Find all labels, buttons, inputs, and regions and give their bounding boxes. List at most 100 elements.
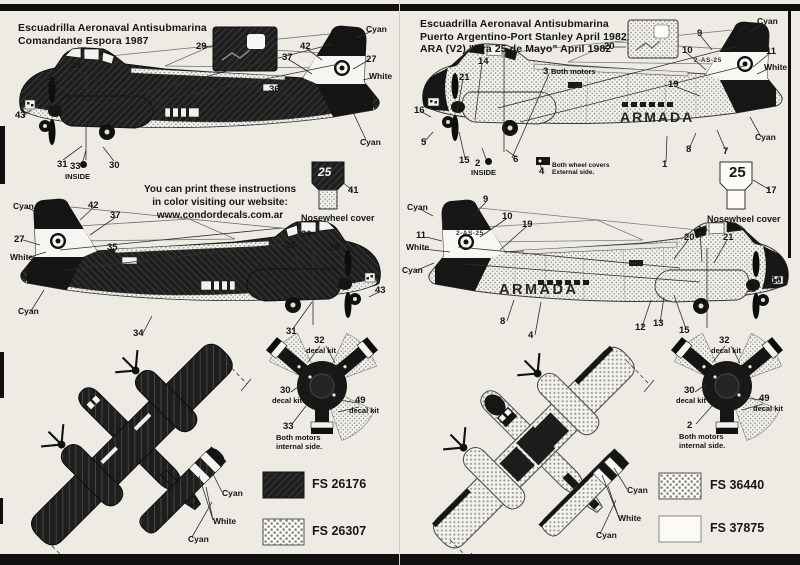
callout-3: 3 bbox=[543, 66, 549, 77]
callout-4: 4 bbox=[528, 330, 534, 341]
caption-internal-side-: internal side. bbox=[679, 441, 726, 450]
callout-26: 26 bbox=[47, 77, 58, 88]
caption-inside: INSIDE bbox=[65, 172, 91, 181]
website-link: www.condordecals.com.ar bbox=[156, 210, 284, 221]
nosewheel-caption-right: Nosewheel cover bbox=[707, 214, 781, 224]
right-title-line3: ARA (V2) "Ara 25 de Mayo" April 1982 bbox=[420, 43, 612, 55]
callout-15: 15 bbox=[459, 155, 470, 166]
callout-27: 27 bbox=[14, 234, 25, 245]
caption-decal-kit: decal kit bbox=[272, 396, 303, 405]
caption-decal-kit: decal kit bbox=[349, 406, 380, 415]
color-label-cyan: Cyan bbox=[402, 265, 423, 275]
callout-11: 11 bbox=[416, 230, 427, 241]
right-title-line2: Puerto Argentino-Port Stanley April 1982 bbox=[420, 30, 627, 43]
color-label-cyan: Cyan bbox=[360, 137, 381, 147]
print-instructions-note: You can print these instructions in colo… bbox=[125, 183, 315, 222]
color-label-white: White bbox=[618, 513, 642, 523]
scan-edge-right bbox=[788, 8, 791, 258]
callout-37: 37 bbox=[110, 210, 121, 221]
callout-2: 2 bbox=[687, 420, 693, 431]
callout-1: 1 bbox=[662, 159, 668, 170]
scan-edge-top bbox=[0, 4, 800, 11]
color-label-cyan: Cyan bbox=[188, 534, 209, 544]
callout-12: 12 bbox=[635, 322, 646, 333]
callout-32: 32 bbox=[314, 335, 325, 346]
callout-2: 2 bbox=[475, 158, 481, 169]
callout-16: 16 bbox=[414, 105, 425, 116]
color-label-cyan: Cyan bbox=[627, 485, 648, 495]
callout-29: 29 bbox=[196, 41, 207, 52]
color-label-white: White bbox=[10, 252, 34, 262]
callout-35: 35 bbox=[107, 242, 118, 253]
fs-color-label-26176: FS 26176 bbox=[312, 477, 367, 491]
note-line1: You can print these instructions bbox=[143, 184, 297, 195]
color-label-cyan: Cyan bbox=[407, 202, 428, 212]
callout-8: 8 bbox=[686, 144, 692, 155]
callout-15: 15 bbox=[679, 325, 690, 336]
callout-13: 13 bbox=[653, 318, 664, 329]
fs-swatch-37875 bbox=[658, 515, 702, 543]
left-page-title: Escuadrilla Aeronaval Antisubmarina Coma… bbox=[18, 22, 207, 47]
nosewheel-decal-number-right: 25 bbox=[729, 164, 746, 181]
caption-2-as-25: 2-AS-25 bbox=[456, 230, 484, 237]
callout-42: 42 bbox=[300, 41, 311, 52]
callout-26: 26 bbox=[301, 229, 312, 240]
leader-lines bbox=[22, 22, 776, 565]
caption-decal-kit: decal kit bbox=[711, 346, 742, 355]
left-title-line2: Comandante Espora 1987 bbox=[18, 34, 149, 47]
callout-30: 30 bbox=[280, 385, 291, 396]
callout-17: 17 bbox=[766, 185, 777, 196]
callout-9: 9 bbox=[483, 194, 489, 205]
caption-internal-side-: internal side. bbox=[276, 442, 323, 451]
callout-11: 11 bbox=[766, 46, 777, 57]
callout-6: 6 bbox=[513, 154, 519, 165]
caption-inside: INSIDE bbox=[471, 168, 497, 177]
callout-33: 33 bbox=[70, 161, 81, 172]
page-fold-line bbox=[399, 0, 400, 565]
callout-27: 27 bbox=[366, 54, 377, 65]
fs-color-label-37875: FS 37875 bbox=[710, 521, 765, 535]
callout-30: 30 bbox=[109, 160, 120, 171]
callout-14: 14 bbox=[697, 224, 708, 235]
scan-edge-bottom bbox=[0, 554, 800, 565]
callout-37: 37 bbox=[282, 52, 293, 63]
callout-36: 36 bbox=[269, 84, 280, 95]
fs-color-label-36440: FS 36440 bbox=[710, 478, 765, 492]
nosewheel-caption-left: Nosewheel cover bbox=[301, 213, 375, 223]
callout-49: 49 bbox=[355, 395, 366, 406]
callout-9: 9 bbox=[697, 28, 703, 39]
caption-both-motors: Both motors bbox=[551, 67, 596, 76]
scan-mark-left-1 bbox=[0, 126, 5, 184]
caption-external-side-: External side. bbox=[552, 169, 595, 176]
fs-swatch-26176 bbox=[262, 471, 305, 499]
callout-33: 33 bbox=[283, 421, 294, 432]
callout-10: 10 bbox=[502, 211, 513, 222]
caption-both-wheel-covers: Both wheel covers bbox=[552, 162, 610, 169]
callout-14: 14 bbox=[478, 56, 489, 67]
nosewheel-decal-number-left: 25 bbox=[318, 165, 332, 179]
nosewheel-cover-right bbox=[719, 161, 753, 210]
fs-color-label-26307: FS 26307 bbox=[312, 524, 367, 538]
color-label-white: White bbox=[213, 516, 237, 526]
color-label-cyan: Cyan bbox=[13, 201, 34, 211]
callout-8: 8 bbox=[500, 316, 506, 327]
inside-marker-dot bbox=[80, 161, 87, 168]
callout-16: 16 bbox=[771, 275, 782, 286]
scan-mark-left-2 bbox=[0, 352, 4, 398]
fs-swatch-36440 bbox=[658, 472, 702, 500]
caption-decal-kit: decal kit bbox=[753, 404, 784, 413]
callout-7: 7 bbox=[723, 146, 729, 157]
color-label-cyan: Cyan bbox=[222, 488, 243, 498]
decal-swatch-29 bbox=[212, 26, 278, 72]
left-title-line1: Escuadrilla Aeronaval Antisubmarina bbox=[18, 22, 207, 34]
decal-swatch-20 bbox=[627, 19, 679, 59]
caption-2-as-25: 2-AS-25 bbox=[694, 57, 722, 64]
callout-31: 31 bbox=[57, 159, 68, 170]
color-label-cyan: Cyan bbox=[757, 16, 778, 26]
color-label-cyan: Cyan bbox=[755, 132, 776, 142]
inside-marker-dot bbox=[485, 158, 492, 165]
callout-19: 19 bbox=[668, 79, 679, 90]
callout-28: 28 bbox=[70, 60, 81, 71]
color-label-white: White bbox=[764, 62, 788, 72]
